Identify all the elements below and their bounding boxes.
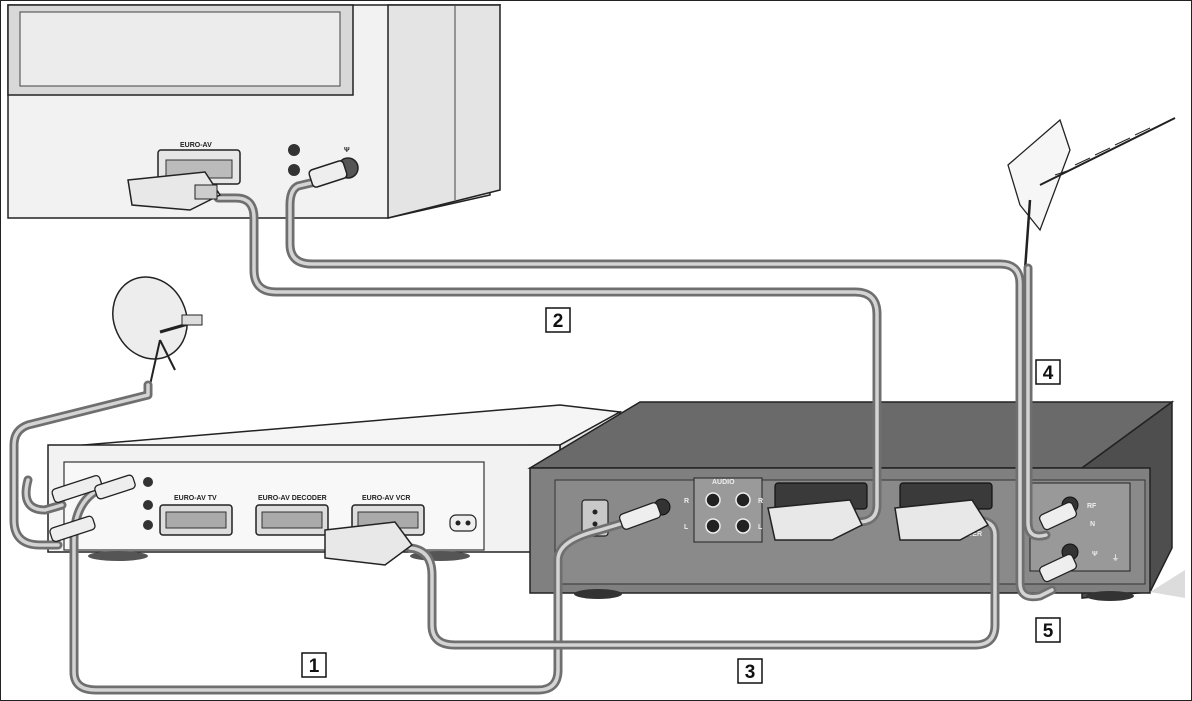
rx-jack-1 — [143, 477, 153, 487]
television: EURO-AV Ψ — [8, 5, 500, 218]
aerial-antenna — [1008, 118, 1175, 270]
vcr-rf-out-icon: Ψ — [1092, 551, 1098, 558]
callout-3: 3 — [738, 659, 762, 683]
callout-4: 4 — [1036, 360, 1060, 384]
vcr: AUDIO R L R L DECODER RF N Ψ ⏚ — [530, 402, 1185, 601]
vcr-audio-label: AUDIO — [712, 479, 735, 486]
rx-scart-plug — [325, 522, 412, 565]
rx-jack-2 — [143, 500, 153, 510]
satellite-dish — [100, 265, 202, 385]
vcr-audio-r-left: R — [684, 498, 689, 505]
callout-5: 5 — [1036, 618, 1060, 642]
svg-text:3: 3 — [745, 662, 756, 683]
vcr-rf-in-label: RF — [1087, 503, 1097, 510]
tv-jack-lower — [288, 164, 300, 176]
vcr-audio-jack-rl — [706, 493, 720, 507]
svg-text:2: 2 — [553, 311, 564, 332]
vcr-audio-jack-rr — [736, 493, 750, 507]
vcr-audio-jack-ll — [706, 519, 720, 533]
tv-jack-upper — [288, 144, 300, 156]
rx-euro-av-decoder-label: EURO-AV DECODER — [258, 495, 327, 502]
callout-1: 1 — [302, 653, 326, 677]
rx-euro-av-tv-label: EURO-AV TV — [174, 495, 217, 502]
vcr-audio-panel — [694, 478, 762, 542]
rx-jack-3 — [143, 520, 153, 530]
rx-power-socket — [450, 515, 476, 531]
vcr-rf-n-label: N — [1090, 521, 1095, 528]
tv-antenna-icon: Ψ — [344, 147, 350, 154]
vcr-audio-l-right: L — [758, 524, 763, 531]
svg-text:1: 1 — [309, 656, 320, 677]
vcr-ground-icon: ⏚ — [1112, 554, 1119, 562]
vcr-audio-r-right: R — [758, 498, 763, 505]
svg-text:5: 5 — [1043, 621, 1054, 642]
callout-2: 2 — [546, 308, 570, 332]
vcr-audio-l-left: L — [684, 524, 689, 531]
rx-euro-av-vcr-label: EURO-AV VCR — [362, 495, 410, 502]
vcr-audio-jack-lr — [736, 519, 750, 533]
svg-text:4: 4 — [1043, 363, 1054, 384]
tv-euro-av-label: EURO-AV — [180, 142, 212, 149]
